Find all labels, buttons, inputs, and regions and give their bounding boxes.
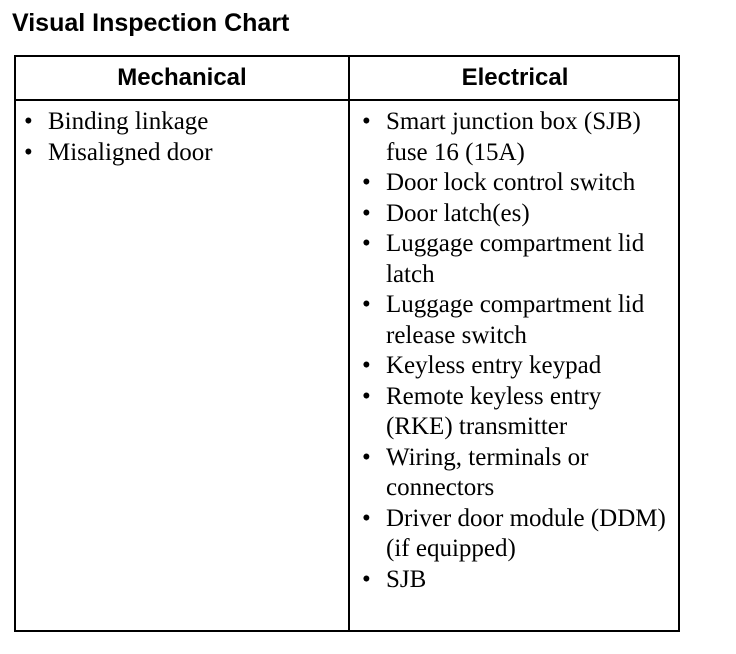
list-item: Door lock control switch [362,168,674,199]
list-item: Remote keyless entry (RKE) transmitter [362,382,674,443]
list-item: Binding linkage [24,107,342,138]
list-item: Driver door module (DDM) (if equipped) [362,504,674,565]
list-item: Luggage compartment lid latch [362,229,674,290]
header-divider [16,99,678,101]
electrical-list: Smart junction box (SJB) fuse 16 (15A) D… [362,107,674,595]
list-item: Luggage compartment lid release switch [362,290,674,351]
mechanical-list: Binding linkage Misaligned door [24,107,342,168]
list-item: Misaligned door [24,138,342,169]
list-item: Door latch(es) [362,199,674,230]
list-item: Smart junction box (SJB) fuse 16 (15A) [362,107,674,168]
column-header-mechanical: Mechanical [117,64,247,91]
list-item: Keyless entry keypad [362,351,674,382]
list-item: Wiring, terminals or connectors [362,443,674,504]
list-item: SJB [362,565,674,596]
chart-title: Visual Inspection Chart [12,9,290,37]
column-divider [348,57,350,630]
inspection-table: Mechanical Electrical Binding linkage Mi… [14,55,680,632]
column-header-electrical: Electrical [461,64,569,91]
